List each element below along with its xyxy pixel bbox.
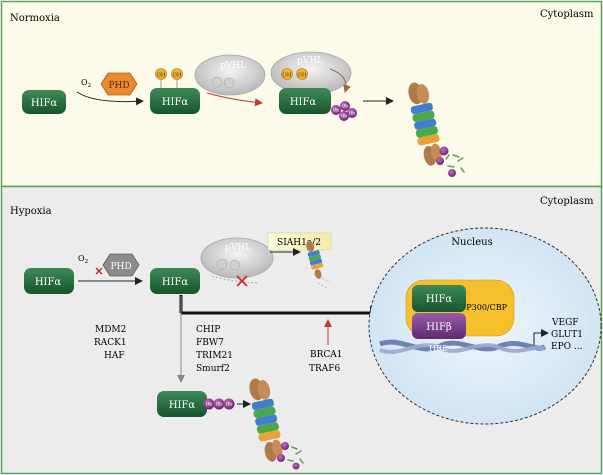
oxygen-label: O2 [81,78,91,89]
nuclear-hif-alpha: HIFα [412,285,466,312]
phd-label: PHD [108,81,129,91]
ubiquitin-chain: Ub Ub Ub Ub [331,101,357,121]
regulators-col1: MDM2 RACK1 HAF [94,325,127,361]
svg-text:Ub: Ub [341,114,347,120]
pvhl-complex: pVHL [194,54,266,96]
svg-text:HIFα: HIFα [162,97,189,108]
hif-alpha-label: HIFα [31,98,58,109]
svg-text:FBW7: FBW7 [196,338,224,348]
pvhl-label: pVHL [220,61,246,71]
svg-text:EPO ...: EPO ... [551,342,583,352]
stabilized-hif-alpha: HIFα [150,268,200,294]
svg-text:VEGF: VEGF [551,318,579,328]
hydroxylation-arrow [76,91,144,106]
svg-text:Smurf2: Smurf2 [196,364,230,374]
svg-text:OH: OH [282,73,292,79]
svg-text:Ub: Ub [206,402,212,408]
pvhl-binding-arrow [206,92,263,107]
dna-helix: HRE [379,339,547,354]
siah-label: SIAH1a/2 [277,238,321,248]
svg-text:Ub: Ub [216,402,222,408]
svg-text:TRAF6: TRAF6 [309,364,341,374]
proteasome [249,378,283,462]
svg-text:pVHL: pVHL [225,243,251,253]
hif-alpha-protein: HIFα [24,268,74,294]
svg-text:OH: OH [172,73,182,79]
degraded-fragments [277,442,304,470]
pvhl-bound-hif-alpha: pVHL OH OH HIFα Ub Ub Ub Ub [270,51,357,121]
svg-text:HIFα: HIFα [426,294,453,305]
svg-text:CHIP: CHIP [196,325,220,335]
svg-text:Ub: Ub [226,402,232,408]
hydroxylated-hif-alpha: OH OH HIFα [150,68,200,114]
svg-text:HIFα: HIFα [290,97,317,108]
nucleus-label: Nucleus [451,237,492,248]
pvhl-complex: pVHL [200,237,274,279]
svg-text:BRCA1: BRCA1 [310,350,343,360]
svg-text:GLUT1: GLUT1 [551,330,583,340]
phd-enzyme: PHD [100,72,138,96]
svg-text:Ub: Ub [342,104,348,110]
regulators-col3: BRCA1 TRAF6 [309,350,343,374]
svg-text:HIFα: HIFα [162,277,189,288]
svg-text:HIFα: HIFα [35,277,62,288]
svg-text:Ub: Ub [333,108,339,114]
transcription-arrow [533,329,549,345]
proteasome [306,241,324,279]
p300-label: P300/CBP [466,303,507,312]
hre-label: HRE [429,344,448,353]
regulators-col2: CHIP FBW7 TRIM21 Smurf2 [196,325,233,374]
hif-beta: HIFβ [412,313,466,339]
phd-enzyme-inactive: PHD [102,253,140,277]
blocked-binding-arrow [211,275,259,284]
svg-text:RACK1: RACK1 [94,338,127,348]
svg-text:MDM2: MDM2 [95,325,126,335]
ubiquitinated-hif-alpha: HIFα Ub Ub Ub [157,391,235,417]
svg-text:pVHL: pVHL [297,56,323,66]
target-genes: VEGF GLUT1 EPO ... [551,318,583,352]
svg-text:TRIM21: TRIM21 [196,351,233,361]
hif-beta-label: HIFβ [426,322,452,333]
degraded-fragments [436,146,465,177]
normoxia-title: Normoxia [10,13,60,24]
hypoxia-cytoplasm-label: Cytoplasm [540,196,594,207]
svg-text:PHD: PHD [110,262,131,272]
inhibition-cross-icon [236,275,248,287]
normoxia-cytoplasm-label: Cytoplasm [540,9,594,20]
svg-text:HIFα: HIFα [169,400,196,411]
svg-text:Ub: Ub [349,111,355,117]
svg-text:OH: OH [156,73,166,79]
oxygen-label: O2 [78,254,88,265]
inhibition-cross-icon [95,267,103,275]
hypoxia-title: Hypoxia [10,206,52,217]
proteasome [408,82,442,166]
svg-text:OH: OH [297,73,307,79]
svg-text:HAF: HAF [104,351,125,361]
siah-box: SIAH1a/2 [267,232,332,251]
hif-alpha-protein: HIFα [22,90,66,114]
